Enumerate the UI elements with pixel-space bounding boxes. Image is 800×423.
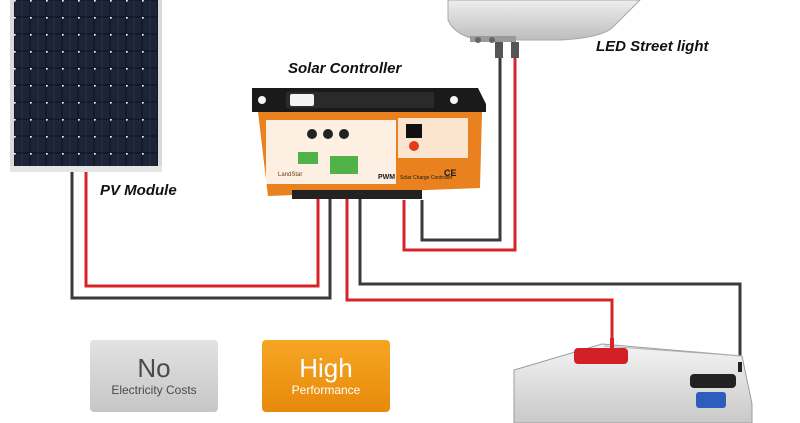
ce-mark: CE [444, 168, 457, 178]
badge-subtitle: Performance [291, 383, 361, 397]
pv-module-label: PV Module [100, 182, 177, 199]
badge-subtitle: Electricity Costs [111, 383, 197, 397]
controller-subtitle-text: Solar Charge Controller [400, 175, 453, 181]
no-electricity-costs-badge: No Electricity Costs [90, 340, 218, 412]
controller-brand-text: LandStar [278, 172, 303, 178]
pv-wires [70, 172, 332, 300]
solar-controller-label: Solar Controller [288, 60, 402, 77]
pv-module-panel [10, 0, 162, 172]
badge-title: No [137, 353, 171, 383]
led-street-light [447, 0, 641, 58]
high-performance-badge: High Performance [262, 340, 390, 412]
battery-wires [345, 196, 742, 362]
controller-type-text: PWM [378, 174, 396, 181]
badge-title: High [299, 353, 353, 383]
solar-controller-device [252, 88, 486, 199]
led-street-light-label: LED Street light [596, 38, 709, 55]
lamp-wires [402, 58, 517, 252]
battery [513, 338, 753, 423]
